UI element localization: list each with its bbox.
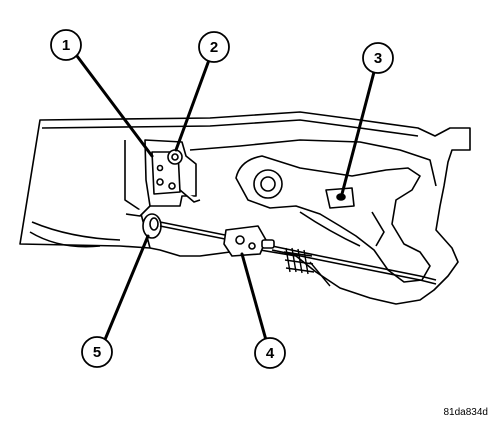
callout-5-label: 5 — [93, 344, 101, 361]
callout-2: 2 — [198, 31, 230, 63]
leader-5 — [102, 234, 150, 344]
callout-4: 4 — [254, 337, 286, 369]
callout-leaders — [75, 54, 376, 344]
cable-clip — [223, 225, 275, 257]
cable-grommet — [142, 213, 162, 239]
callout-1: 1 — [50, 29, 82, 61]
bracket-fastener — [167, 149, 201, 203]
figure-code: 81da834d — [444, 407, 489, 418]
leader-2 — [174, 58, 211, 152]
callout-2-label: 2 — [210, 39, 218, 56]
leader-4 — [240, 252, 268, 342]
latch-housing — [235, 155, 431, 283]
callout-3: 3 — [362, 42, 394, 74]
callout-5: 5 — [81, 336, 113, 368]
return-spring — [283, 247, 331, 287]
vehicle-panel — [19, 111, 471, 305]
leader-1 — [75, 54, 154, 158]
callout-1-label: 1 — [62, 37, 70, 54]
callout-4-label: 4 — [266, 345, 275, 362]
callout-3-label: 3 — [374, 50, 382, 67]
leader-3 — [340, 70, 376, 196]
